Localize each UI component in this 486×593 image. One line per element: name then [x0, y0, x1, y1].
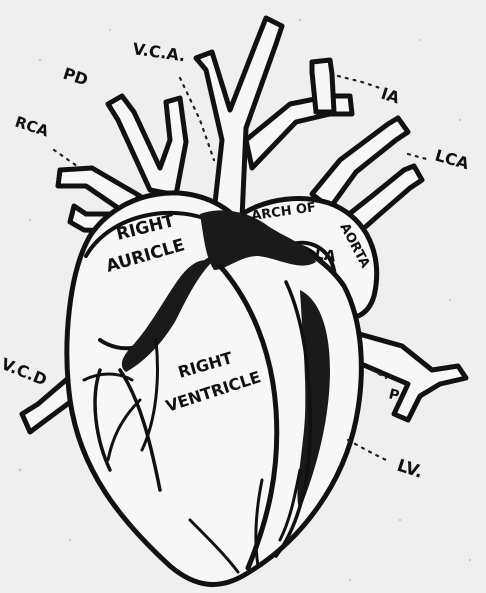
label-vcd: V.C.D: [0, 354, 50, 389]
label-pd: PD: [61, 64, 91, 90]
label-rca: RCA: [13, 113, 51, 141]
label-lv: LV.: [394, 456, 425, 483]
label-ia: IA: [379, 84, 403, 108]
label-vca: V.C.A.: [131, 39, 186, 65]
pulmonary-branch: [352, 332, 466, 420]
label-lca: LCA: [433, 146, 472, 174]
label-la: LA: [313, 244, 337, 265]
